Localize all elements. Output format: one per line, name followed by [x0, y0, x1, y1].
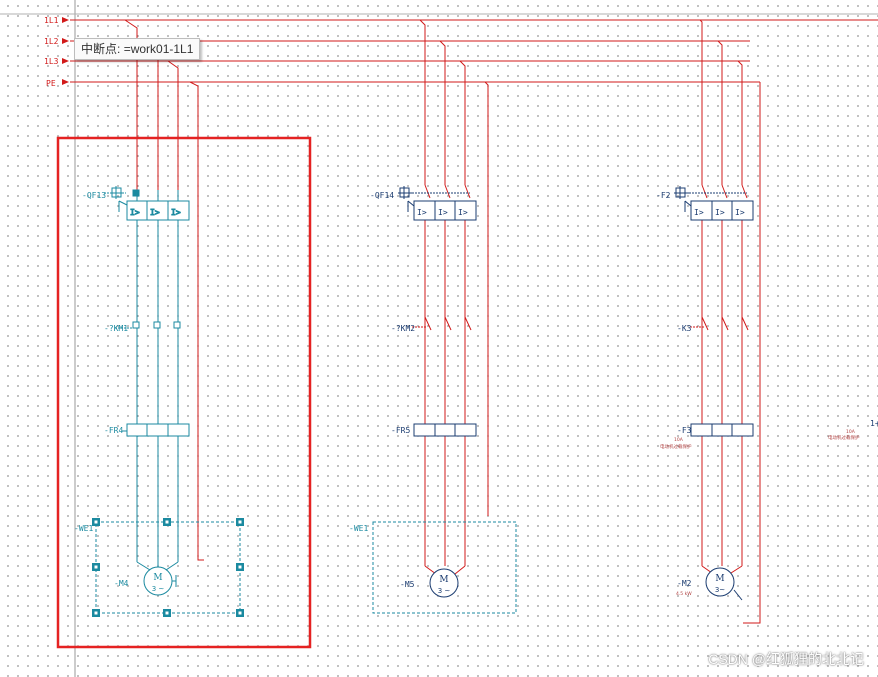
- motor-sub-left: 3 ~: [152, 585, 165, 593]
- overload-tag-right: -F3: [677, 426, 692, 435]
- svg-text:I>: I>: [171, 208, 181, 217]
- pe-right-drop: [743, 82, 761, 624]
- highlight-frame: [56, 136, 312, 649]
- box-middle: [372, 521, 517, 614]
- csdn-watermark: CSDN @红狐狸的北北记: [708, 651, 864, 667]
- overload-note-far: 电动机过载保护: [828, 434, 860, 441]
- svg-text:I>: I>: [458, 208, 468, 217]
- tooltip-value: =work01-1L1: [123, 42, 194, 56]
- tooltip-prefix: 中断点:: [81, 42, 121, 56]
- motor-sub-middle: 3 ~: [438, 587, 451, 595]
- breakpoint-tooltip: 中断点: =work01-1L1: [74, 38, 201, 60]
- box-tag-left: -WE1: [74, 524, 93, 533]
- svg-text:I>: I>: [735, 208, 745, 217]
- circuit-right[interactable]: I> I> I> -F2 -K3 -F3 10A 电动机过载保护 10A 电动机…: [656, 19, 860, 601]
- motor-sub-right: 3~: [715, 586, 725, 594]
- svg-text:I>: I>: [715, 208, 725, 217]
- motor-label-middle: M: [439, 575, 448, 585]
- rail-label-1l3: 1L3: [44, 57, 59, 66]
- contactor-tag-left: -?KM1: [104, 324, 128, 333]
- svg-text:I>: I>: [417, 208, 427, 217]
- contactor-tag-right: -K3: [677, 324, 692, 333]
- busbars: [70, 19, 878, 624]
- svg-text:I>: I>: [150, 208, 160, 217]
- rail-label-1l1: 1L1: [44, 16, 59, 25]
- edge-reference-text: 1+: [870, 419, 878, 428]
- breaker-tag-middle: -QF14: [370, 191, 394, 200]
- motor-label-left: M: [153, 573, 162, 583]
- selection-box-left[interactable]: [92, 518, 244, 617]
- motor-label-right: M: [715, 574, 724, 584]
- overload-tag-left: -FR4: [104, 426, 123, 435]
- svg-text:I>: I>: [130, 208, 140, 217]
- svg-text:I>: I>: [438, 208, 448, 217]
- circuit-left[interactable]: I> I> I> -QF13 -?KM1 -FR4: [74, 19, 244, 617]
- contactor-tag-middle: -?KM2: [391, 324, 415, 333]
- motor-tag-middle: -M5: [400, 580, 415, 589]
- overload-value-right: 10A: [674, 437, 684, 443]
- rail-label-pe: PE: [46, 79, 56, 88]
- motor-tag-right: -M2: [677, 579, 692, 588]
- overload-value-far: 10A: [846, 429, 856, 435]
- rail-labels: 1L1 1L2 1L3 PE: [44, 16, 59, 88]
- svg-text:I>: I>: [694, 208, 704, 217]
- rail-label-1l2: 1L2: [44, 37, 59, 46]
- rail-arrows: [62, 17, 69, 85]
- motor-power-right: 4.5 kW: [676, 591, 692, 597]
- circuit-middle[interactable]: I> I> I> -QF14 -?KM2 -FR5 -WE1 M 3 ~ -M5: [349, 19, 517, 614]
- breaker-tag-right: -F2: [656, 191, 671, 200]
- overload-note-right: 电动机过载保护: [660, 443, 692, 450]
- overload-tag-middle: -FR5: [391, 426, 410, 435]
- box-tag-middle: -WE1: [349, 524, 368, 533]
- motor-tag-left: -M4: [114, 579, 129, 588]
- breaker-tag-left: -QF13: [82, 191, 106, 200]
